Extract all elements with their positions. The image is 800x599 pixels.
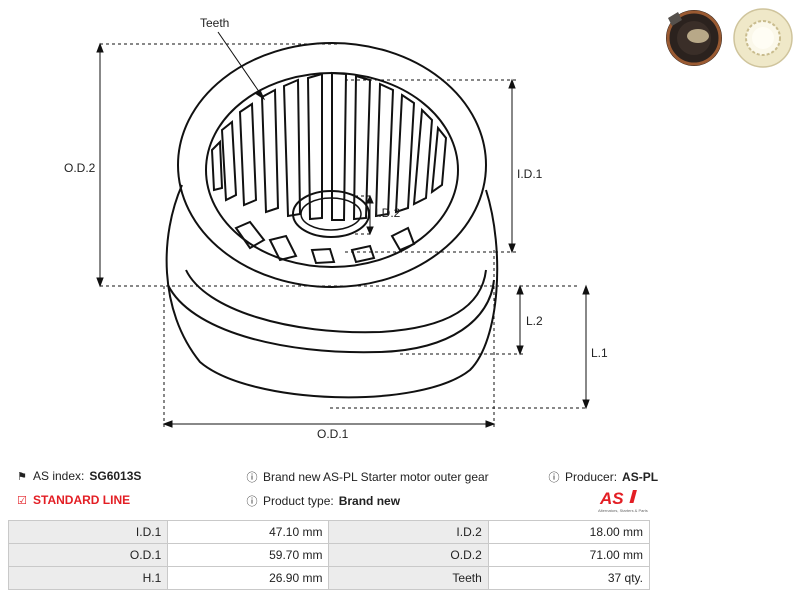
as-index-value: SG6013S — [89, 469, 142, 483]
label-l2: L.2 — [526, 314, 543, 328]
product-type-value: Brand new — [338, 494, 401, 508]
spec-label: O.D.2 — [328, 543, 489, 567]
label-id2: I.D.2 — [375, 206, 401, 220]
description-info: ⓘ Brand new AS-PL Starter motor outer ge… — [246, 469, 489, 485]
spec-label: I.D.2 — [328, 520, 489, 544]
producer-value: AS-PL — [622, 470, 659, 484]
specification-table: I.D.1 47.10 mm I.D.2 18.00 mm O.D.1 59.7… — [7, 520, 651, 590]
svg-text:AS: AS — [599, 489, 624, 508]
standard-line-badge: ☑ STANDARD LINE — [16, 493, 130, 507]
gear-teeth — [210, 71, 448, 265]
tag-icon: ⚑ — [17, 470, 27, 483]
as-pl-logo: AS Alternators, Starters & Parts — [598, 489, 648, 513]
technical-drawing: Teeth O.D.2 I.D.1 I.D.2 L.2 L.1 O.D.1 — [64, 16, 608, 441]
spec-label: O.D.1 — [7, 543, 169, 567]
product-photo-top — [660, 4, 726, 68]
info-icon: ⓘ — [246, 472, 258, 484]
info-icon: ⓘ — [548, 472, 560, 484]
description-text: Brand new AS-PL Starter motor outer gear — [263, 470, 489, 484]
gear-lower-body — [165, 184, 499, 399]
producer-info: ⓘ Producer: AS-PL — [548, 469, 659, 485]
label-teeth: Teeth — [200, 16, 229, 30]
svg-text:Alternators, Starters & Parts: Alternators, Starters & Parts — [598, 508, 648, 513]
standard-line-text: STANDARD LINE — [33, 493, 131, 507]
label-od2: O.D.2 — [64, 161, 96, 175]
gear-step-line-2 — [185, 269, 487, 334]
label-id1: I.D.1 — [517, 167, 543, 181]
producer-label: Producer: — [565, 470, 618, 484]
spec-value: 47.10 mm — [167, 520, 330, 544]
info-icon: ⓘ — [246, 496, 258, 508]
table-row: H.1 26.90 mm Teeth 37 qty. — [7, 566, 651, 590]
spec-value: 71.00 mm — [487, 543, 651, 567]
spec-label: H.1 — [7, 566, 169, 590]
spec-label: Teeth — [328, 566, 489, 590]
table-row: O.D.1 59.70 mm O.D.2 71.00 mm — [7, 543, 651, 567]
gear-outer-ring — [177, 42, 487, 288]
spec-value: 59.70 mm — [167, 543, 330, 567]
table-row: I.D.1 47.10 mm I.D.2 18.00 mm — [7, 520, 651, 544]
product-photo-side — [730, 4, 796, 68]
spec-label: I.D.1 — [7, 520, 169, 544]
spec-value: 26.90 mm — [167, 566, 330, 590]
as-index-label: AS index: — [33, 469, 85, 483]
as-index-info: ⚑ AS index: SG6013S — [16, 469, 141, 483]
product-type-label: Product type: — [263, 494, 334, 508]
gear-step-line — [167, 279, 495, 354]
spec-value: 37 qty. — [487, 566, 651, 590]
label-od1: O.D.1 — [317, 427, 349, 441]
spec-value: 18.00 mm — [487, 520, 651, 544]
product-type-info: ⓘ Product type: Brand new — [246, 493, 401, 509]
label-l1: L.1 — [591, 346, 608, 360]
checkbox-icon: ☑ — [17, 494, 27, 507]
